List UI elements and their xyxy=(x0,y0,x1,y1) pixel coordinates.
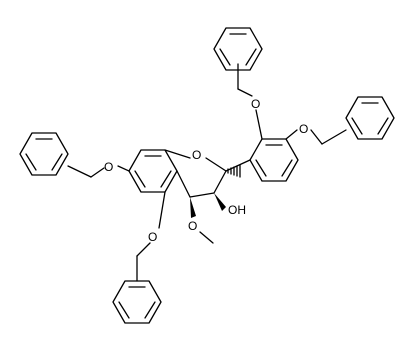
ch2-top-bond-1 xyxy=(237,88,253,97)
benzyl-ring-bottom xyxy=(112,280,162,324)
ring-a xyxy=(128,149,178,193)
hydroxyl-label: OH xyxy=(228,203,246,217)
o-5-bond xyxy=(158,191,166,229)
benzyloxy-bottom-oxygen-label: O xyxy=(148,230,157,244)
benzyl-ring-right xyxy=(345,96,395,140)
benzyl-ring-left xyxy=(19,132,69,176)
o-7-bond xyxy=(117,165,130,172)
ch2-bottom-bond-1 xyxy=(136,242,151,257)
benzyloxy-top-oxygen-label: O xyxy=(251,97,260,111)
methoxy-oxygen-label: O xyxy=(188,219,197,233)
wedge-bond-methoxy xyxy=(190,197,196,218)
c2-aryl-bond xyxy=(225,159,251,172)
ring-oxygen-label: O xyxy=(192,148,201,162)
ring-b xyxy=(249,138,299,182)
ch2-right-bond-2 xyxy=(321,129,347,145)
methyl-bond xyxy=(199,231,214,244)
o-4-prime-bond xyxy=(285,129,298,140)
o-3-prime-bond xyxy=(255,109,263,140)
benzyl-ring-top xyxy=(213,27,263,71)
benzyloxy-right-oxygen-label: O xyxy=(299,122,308,136)
ch2-right-bond-1 xyxy=(310,129,323,145)
ring-c xyxy=(164,149,227,198)
wedge-bond-oh xyxy=(214,193,226,211)
ch2-left-bond-1 xyxy=(90,167,105,178)
benzyloxy-left-oxygen-label: O xyxy=(104,160,113,174)
ch2-left-bond-2 xyxy=(67,165,92,178)
